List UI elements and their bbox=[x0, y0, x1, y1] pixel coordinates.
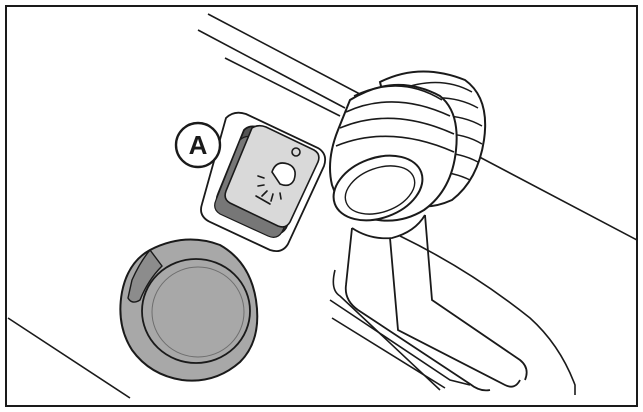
outer-border bbox=[5, 5, 638, 407]
round-switch bbox=[119, 238, 259, 382]
callout-a: A bbox=[174, 121, 222, 169]
dome-light-button bbox=[214, 124, 320, 238]
lower-trim bbox=[329, 235, 576, 395]
panel-lines bbox=[7, 13, 638, 399]
knob-front bbox=[329, 84, 458, 222]
dome-light-icon bbox=[255, 147, 301, 205]
column-stalk bbox=[344, 214, 528, 392]
callout-circle bbox=[174, 121, 222, 169]
callout-label: A bbox=[189, 130, 208, 160]
